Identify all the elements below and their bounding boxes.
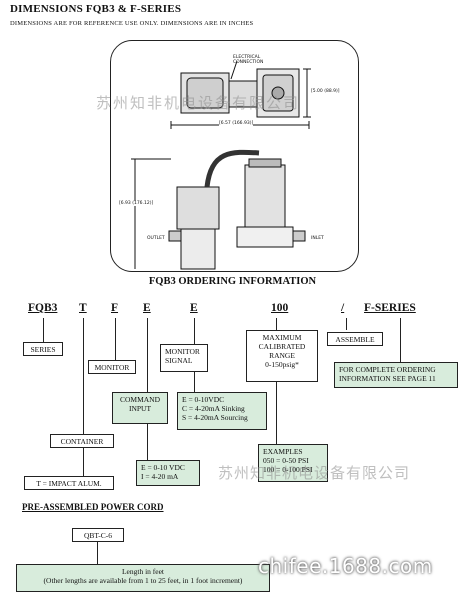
examples-title: EXAMPLES xyxy=(263,447,303,456)
command-input-line2: INPUT xyxy=(128,404,152,413)
power-cord-note: (Other lengths are available from 1 to 2… xyxy=(43,576,243,585)
code-fqb3: FQB3 xyxy=(28,302,58,314)
connector-f-series xyxy=(400,318,401,362)
height-dimension: [6.93 (176.12)] xyxy=(119,201,154,206)
container-box: CONTAINER xyxy=(50,434,114,448)
connector-command xyxy=(147,318,148,392)
max-range-box: MAXIMUM CALIBRATED RANGE 0-150psig* xyxy=(246,330,318,382)
connector-series xyxy=(43,318,44,342)
connector-signal xyxy=(194,318,195,344)
power-cord-length-box: Length in feet (Other lengths are availa… xyxy=(16,564,270,592)
container-label: CONTAINER xyxy=(60,437,104,446)
connector-examples xyxy=(276,382,277,444)
electrical-label: ELECTRICAL xyxy=(233,55,261,60)
command-options-box: E = 0-10 VDC I = 4-20 mA xyxy=(136,460,200,486)
connector-range xyxy=(276,318,277,330)
connector-power-cord xyxy=(97,542,98,564)
command-input-box: COMMAND INPUT xyxy=(112,392,168,424)
monitor-option-e: E = 0-10VDC xyxy=(182,395,225,404)
max-range-line1: MAXIMUM xyxy=(262,333,302,342)
site-watermark: chifee.1688.com xyxy=(258,554,433,578)
assemble-label: ASSEMBLE xyxy=(335,335,375,344)
front-view xyxy=(131,149,306,270)
monitor-options-box: E = 0-10VDC C = 4-20mA Sinking S = 4-20m… xyxy=(177,392,267,430)
example-050: 050 = 0-50 PSI xyxy=(263,456,309,465)
monitor-label: MONITOR xyxy=(94,363,130,372)
code-range: 100 xyxy=(271,302,289,314)
complete-ordering-line1: FOR COMPLETE ORDERING xyxy=(339,365,436,374)
code-signal: E xyxy=(190,302,198,314)
example-100: 100 = 0-100 PSI xyxy=(263,465,313,474)
command-input-line1: COMMAND xyxy=(119,395,160,404)
connector-signal-options xyxy=(194,372,195,392)
power-cord-part: QBT-C-6 xyxy=(83,531,113,540)
code-slash: / xyxy=(341,302,345,314)
monitor-signal-box: MONITOR SIGNAL xyxy=(160,344,208,372)
container-option-label: T = IMPACT ALUM. xyxy=(36,479,102,488)
monitor-option-c: C = 4-20mA Sinking xyxy=(182,404,245,413)
height-top-dimension: [5.00 (88.9)] xyxy=(311,89,340,94)
connector-monitor xyxy=(115,318,116,360)
monitor-signal-line2: SIGNAL xyxy=(165,356,193,365)
power-cord-part-box: QBT-C-6 xyxy=(72,528,124,542)
code-f-series: F-SERIES xyxy=(364,302,416,314)
complete-ordering-line2: INFORMATION SEE PAGE 11 xyxy=(339,374,436,383)
monitor-option-s: S = 4-20mA Sourcing xyxy=(182,413,248,422)
ordering-title: FQB3 ORDERING INFORMATION xyxy=(148,276,317,287)
monitor-box: MONITOR xyxy=(88,360,136,374)
container-option-box: T = IMPACT ALUM. xyxy=(24,476,114,490)
connection-label: CONNECTION xyxy=(233,60,264,65)
power-cord-length: Length in feet xyxy=(121,567,165,576)
company-watermark: 苏州知非机电设备有限公司 xyxy=(96,94,301,112)
dimension-drawing-panel: ELECTRICAL CONNECTION [5.00 (88.9)] [6.5… xyxy=(110,40,359,272)
monitor-signal-line1: MONITOR xyxy=(165,347,200,356)
page-subtitle: DIMENSIONS ARE FOR REFERENCE USE ONLY. D… xyxy=(10,20,254,27)
series-box: SERIES xyxy=(23,342,63,356)
max-range-line3: RANGE xyxy=(269,351,295,360)
assemble-box: ASSEMBLE xyxy=(327,332,383,346)
complete-ordering-box: FOR COMPLETE ORDERING INFORMATION SEE PA… xyxy=(334,362,458,388)
code-monitor: F xyxy=(111,302,119,314)
command-option-e: E = 0-10 VDC xyxy=(141,463,185,472)
width-dimension: [6.57 (166.93)] xyxy=(219,121,254,126)
max-range-value: 0-150psig* xyxy=(265,360,299,369)
connector-container xyxy=(83,318,84,434)
connector-assemble xyxy=(346,318,347,330)
inlet-label: INLET xyxy=(311,236,324,241)
dimension-drawing xyxy=(131,60,311,270)
page-title: DIMENSIONS FQB3 & F-SERIES xyxy=(10,3,182,15)
outlet-label: OUTLET xyxy=(147,236,165,241)
examples-box: EXAMPLES 050 = 0-50 PSI 100 = 0-100 PSI xyxy=(258,444,328,482)
max-range-line2: CALIBRATED xyxy=(258,342,306,351)
series-label: SERIES xyxy=(30,345,56,354)
connector-command-options xyxy=(147,424,148,460)
power-cord-title: PRE-ASSEMBLED POWER CORD xyxy=(22,502,164,512)
command-option-i: I = 4-20 mA xyxy=(141,472,179,481)
code-container: T xyxy=(79,302,87,314)
company-watermark-bottom: 苏州知非机电设备有限公司 xyxy=(218,464,411,482)
code-command: E xyxy=(143,302,151,314)
top-view xyxy=(170,60,311,129)
connector-container-option xyxy=(83,448,84,476)
